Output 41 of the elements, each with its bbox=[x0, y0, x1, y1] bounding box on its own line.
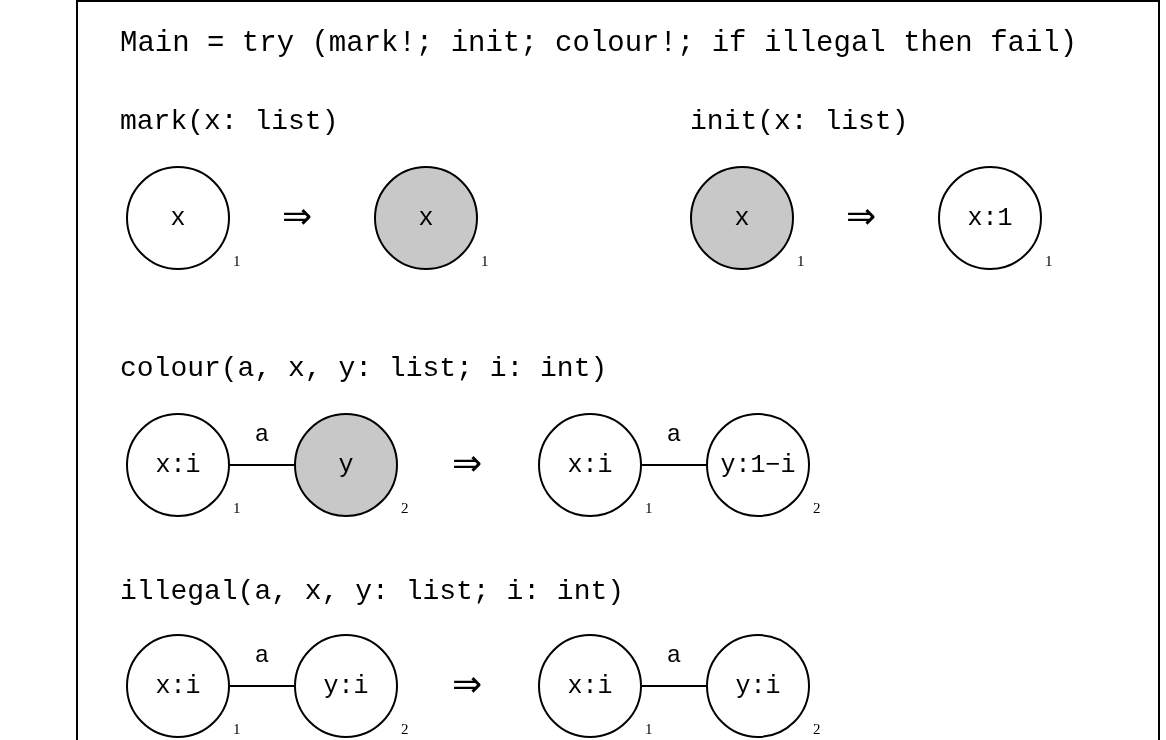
node-label: y:i bbox=[735, 673, 781, 699]
node-label: x bbox=[170, 205, 186, 231]
node-label: x:i bbox=[155, 452, 201, 478]
rule-text: mark(x: list) bbox=[120, 108, 339, 136]
edge-line bbox=[641, 464, 707, 466]
rule-text: ⇒ bbox=[846, 198, 877, 234]
edge-label: a bbox=[254, 644, 270, 668]
rule-text: init(x: list) bbox=[690, 108, 909, 136]
node-label: y:i bbox=[323, 673, 369, 699]
edge-line bbox=[229, 464, 295, 466]
node-index: 1 bbox=[797, 254, 805, 269]
rule-text: ⇒ bbox=[282, 198, 313, 234]
node-label: x:1 bbox=[967, 205, 1013, 231]
node-index: 1 bbox=[645, 722, 653, 737]
rule-text: ⇒ bbox=[452, 445, 483, 481]
edge-label: a bbox=[254, 423, 270, 447]
node-index: 1 bbox=[481, 254, 489, 269]
rule-text: illegal(a, x, y: list; i: int) bbox=[120, 578, 625, 606]
edge-line bbox=[641, 685, 707, 687]
rule-text: colour(a, x, y: list; i: int) bbox=[120, 355, 608, 383]
node-index: 1 bbox=[233, 501, 241, 516]
rule-text: ⇒ bbox=[452, 666, 483, 702]
edge-label: a bbox=[666, 644, 682, 668]
edge-label: a bbox=[666, 423, 682, 447]
node-label: x:i bbox=[567, 673, 613, 699]
node-label: x:i bbox=[567, 452, 613, 478]
edge-line bbox=[229, 685, 295, 687]
node-index: 2 bbox=[813, 722, 821, 737]
node-label: y bbox=[338, 452, 354, 478]
node-label: x bbox=[418, 205, 434, 231]
node-label: x bbox=[734, 205, 750, 231]
node-label: x:i bbox=[155, 673, 201, 699]
title: Main = try (mark!; init; colour!; if illegal then fail) bbox=[120, 26, 1078, 62]
node-index: 1 bbox=[1045, 254, 1053, 269]
node-index: 1 bbox=[645, 501, 653, 516]
node-label: y:1−i bbox=[720, 452, 796, 478]
node-index: 2 bbox=[813, 501, 821, 516]
node-index: 1 bbox=[233, 254, 241, 269]
node-index: 2 bbox=[401, 722, 409, 737]
node-index: 1 bbox=[233, 722, 241, 737]
node-index: 2 bbox=[401, 501, 409, 516]
